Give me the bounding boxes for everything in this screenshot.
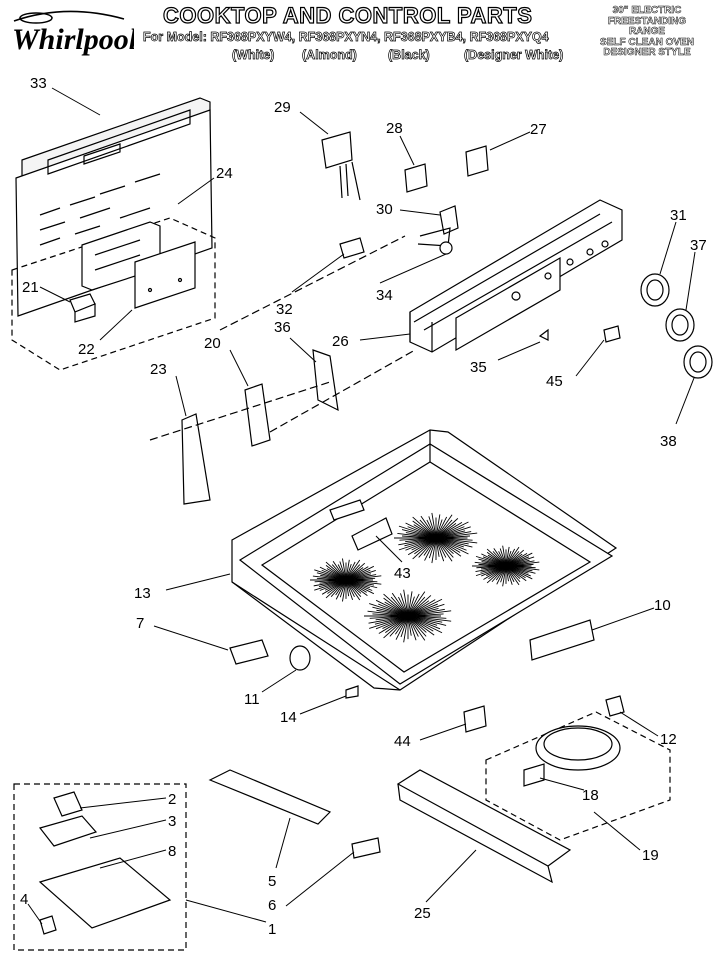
part-14-clip	[345, 685, 359, 699]
callout-4: 4	[20, 891, 28, 908]
callout-32: 32	[276, 301, 293, 318]
callout-19: 19	[642, 847, 659, 864]
callout-33: 33	[30, 75, 47, 92]
callouts: 33 29 28 27 24 30 31 37 21 32 34 22 36 2…	[20, 75, 707, 938]
part-8-board	[38, 857, 172, 929]
callout-8: 8	[168, 843, 176, 860]
callout-31: 31	[670, 207, 687, 224]
callout-34: 34	[376, 287, 393, 304]
callout-45: 45	[546, 373, 563, 390]
callout-14: 14	[280, 709, 297, 726]
callout-5: 5	[268, 873, 276, 890]
color-white: (White)	[232, 48, 275, 63]
callout-20: 20	[204, 335, 221, 352]
part-43-lens	[351, 517, 393, 551]
model-list: For Model: RF368PXYW4, RF368PXYN4, RF368…	[143, 30, 549, 45]
burner-left-rear	[310, 558, 382, 602]
part-7-hinge	[229, 639, 269, 665]
part-12-clip	[605, 695, 625, 717]
callout-1: 1	[268, 921, 276, 938]
part-37-knob	[665, 308, 695, 342]
callout-26: 26	[332, 333, 349, 350]
part-38-knob	[683, 345, 713, 379]
product-description: 30" ELECTRIC FREESTANDING RANGE SELF CLE…	[582, 5, 712, 59]
part-28-switch	[404, 163, 428, 193]
burner-right-front	[472, 545, 540, 587]
product-line-4: SELF CLEAN OVEN	[600, 36, 694, 48]
part-30-clip	[439, 205, 459, 235]
callout-27: 27	[530, 121, 547, 138]
whirlpool-logo: Whirlpool	[12, 10, 134, 56]
color-designer-white: (Designer White)	[464, 48, 564, 63]
callout-12: 12	[660, 731, 677, 748]
callout-11: 11	[244, 691, 260, 708]
logo-wordmark: Whirlpool	[12, 23, 134, 56]
burner-right-rear	[394, 512, 478, 564]
callout-37: 37	[690, 237, 707, 254]
part-31-knob	[640, 273, 670, 307]
callout-6: 6	[268, 897, 276, 914]
color-black: (Black)	[388, 48, 430, 63]
callout-13: 13	[134, 585, 151, 602]
callout-44: 44	[394, 733, 411, 750]
part-25-support	[396, 769, 572, 867]
callout-35: 35	[470, 359, 487, 376]
part-10-trim	[529, 619, 595, 661]
product-line-2: FREESTANDING	[607, 15, 687, 27]
callout-25: 25	[414, 905, 431, 922]
callout-10: 10	[654, 597, 671, 614]
callout-3: 3	[168, 813, 176, 830]
callout-38: 38	[660, 433, 677, 450]
part-20-bracket	[244, 383, 271, 447]
callout-24: 24	[216, 165, 233, 182]
part-4-clip	[39, 915, 57, 935]
part-23-bracket	[181, 413, 211, 505]
part-24-dashed-box	[11, 217, 216, 371]
part-19-dashed-box	[485, 711, 671, 841]
part-11-spacer	[289, 645, 311, 671]
callout-23: 23	[150, 361, 167, 378]
callout-43: 43	[394, 565, 411, 582]
callout-2: 2	[168, 791, 176, 808]
product-line-3: RANGE	[628, 26, 666, 37]
part-2-relay	[53, 791, 83, 817]
callout-22: 22	[78, 341, 95, 358]
part-45-block	[603, 325, 621, 343]
color-almond: (Almond)	[302, 48, 358, 63]
part-6-block	[351, 837, 381, 859]
part-18-element	[535, 725, 621, 771]
callout-21: 21	[22, 279, 39, 296]
callout-18: 18	[582, 787, 599, 804]
part-29-switch	[321, 131, 353, 169]
part-27-terminal	[465, 145, 489, 177]
callout-29: 29	[274, 99, 291, 116]
part-35-clip	[538, 328, 549, 341]
callout-30: 30	[376, 201, 393, 218]
part-5-bracket	[208, 769, 332, 825]
product-line-1: 30" ELECTRIC	[612, 5, 682, 16]
burner-left-front	[364, 589, 452, 643]
page-title: COOKTOP AND CONTROL PARTS	[162, 2, 533, 28]
callout-7: 7	[136, 615, 144, 632]
part-36-bracket	[312, 349, 339, 412]
part-1-dashed-box	[13, 783, 187, 951]
callout-28: 28	[386, 120, 403, 137]
part-32-clip	[339, 237, 365, 259]
part-3-insulator	[38, 815, 98, 847]
part-44-clip	[463, 705, 487, 733]
product-line-5: DESIGNER STYLE	[603, 47, 691, 58]
callout-36: 36	[274, 319, 291, 336]
